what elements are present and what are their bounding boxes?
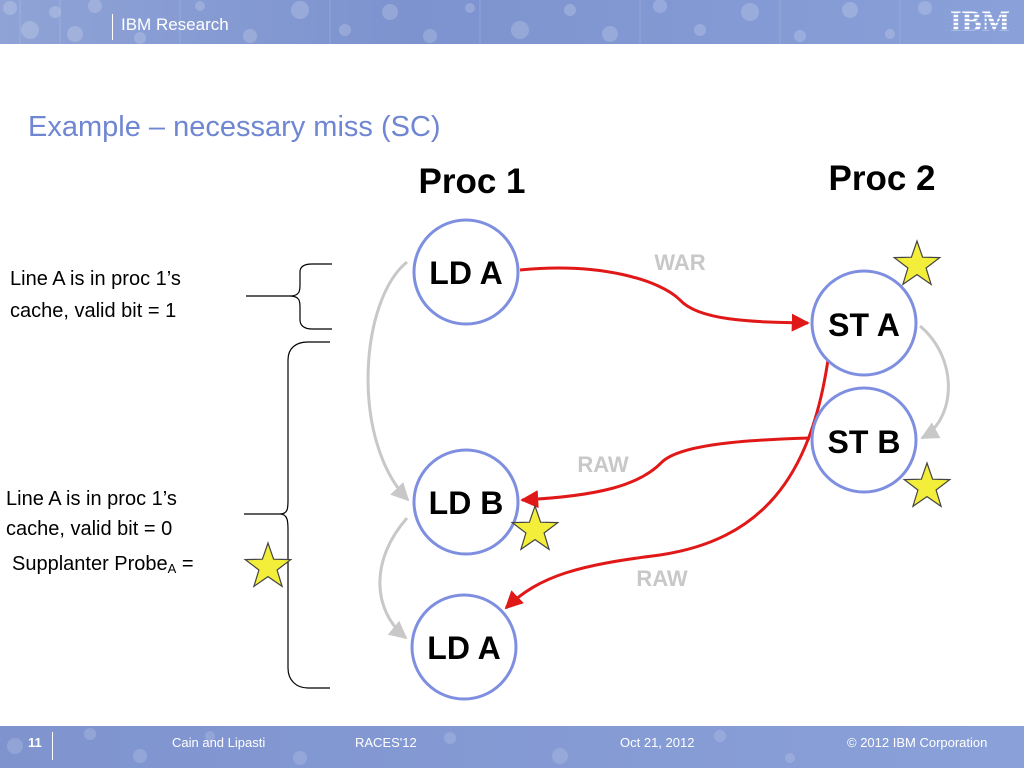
supplanter-probe-equals: = bbox=[176, 553, 194, 575]
header-separator bbox=[112, 14, 113, 40]
supplanter-probe-text: Supplanter Probe bbox=[12, 553, 168, 575]
node-p1-ld-a2-label: LD A bbox=[427, 630, 500, 666]
raw-label-2: RAW bbox=[636, 566, 688, 591]
node-p2-st-b-label: ST B bbox=[828, 424, 901, 460]
proc2-label: Proc 2 bbox=[829, 159, 936, 198]
node-p1-ld-a-label: LD A bbox=[429, 255, 502, 291]
ibm-logo-icon: IBM bbox=[944, 5, 1016, 38]
header-title: IBM Research bbox=[121, 15, 229, 34]
node-p1-ld-b-label: LD B bbox=[429, 485, 504, 521]
node-p2-st-a-label: ST A bbox=[828, 307, 900, 343]
header-bar: IBM Research IBM bbox=[0, 0, 1024, 44]
node-p2-st-a: ST A bbox=[810, 269, 918, 377]
order-arrow-p1-1 bbox=[366, 260, 410, 502]
footer-bar: 11 Cain and Lipasti RACES'12 Oct 21, 201… bbox=[0, 726, 1024, 768]
footer-authors: Cain and Lipasti bbox=[172, 735, 266, 750]
raw-arrow-2 bbox=[504, 359, 830, 610]
footer-copyright: © 2012 IBM Corporation bbox=[847, 735, 988, 750]
brace-valid0 bbox=[244, 341, 330, 689]
star-icon-supplanter bbox=[243, 541, 293, 588]
order-arrow-p1-2 bbox=[378, 517, 409, 640]
slide-title: Example – necessary miss (SC) bbox=[28, 111, 441, 143]
footer-dot-pattern bbox=[7, 728, 795, 765]
footer-venue: RACES'12 bbox=[355, 735, 417, 750]
footer-separator bbox=[52, 732, 53, 760]
raw-label-1: RAW bbox=[577, 452, 629, 477]
node-p1-ld-a2: LD A bbox=[410, 593, 518, 701]
star-icon-st-a bbox=[892, 239, 942, 286]
valid1-line1: Line A is in proc 1’s bbox=[10, 268, 181, 290]
war-label: WAR bbox=[654, 250, 705, 275]
footer-page-number: 11 bbox=[28, 735, 42, 750]
proc1-label: Proc 1 bbox=[419, 162, 526, 201]
node-p1-ld-a: LD A bbox=[412, 218, 520, 326]
valid1-line2: cache, valid bit = 1 bbox=[10, 300, 177, 322]
valid0-line1: Line A is in proc 1’s bbox=[6, 488, 177, 510]
header-dot-pattern bbox=[3, 0, 932, 44]
star-icon-st-b bbox=[902, 461, 952, 508]
valid0-line2: cache, valid bit = 0 bbox=[6, 518, 173, 540]
raw-arrow-1 bbox=[520, 436, 811, 509]
star-icon-ld-b bbox=[510, 504, 560, 551]
supplanter-probe-subscript: A bbox=[167, 561, 177, 576]
footer-date: Oct 21, 2012 bbox=[620, 735, 695, 750]
war-arrow bbox=[519, 266, 810, 332]
order-arrow-p2 bbox=[919, 324, 950, 440]
node-p1-ld-b: LD B bbox=[412, 448, 520, 556]
node-p2-st-b: ST B bbox=[810, 386, 918, 494]
supplanter-probe-label: Supplanter ProbeA = bbox=[12, 553, 194, 576]
memory-order-diagram: Proc 1 Proc 2 WAR RAW RAW LD A LD B LD A… bbox=[243, 159, 952, 701]
brace-valid1 bbox=[246, 263, 332, 330]
